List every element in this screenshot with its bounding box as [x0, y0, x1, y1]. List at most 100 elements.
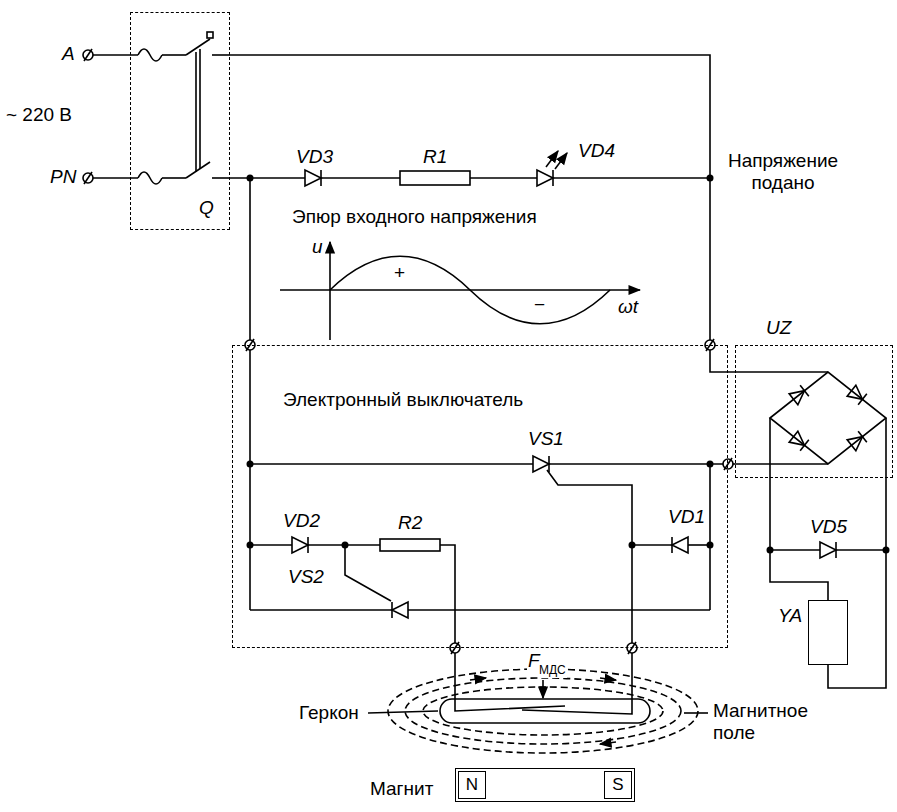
switch-circuit [250, 544, 292, 546]
magnet-box: NS [455, 768, 635, 802]
field-arrow [600, 678, 616, 680]
device-label: YA [778, 605, 802, 627]
bridge-rectifier [789, 431, 809, 451]
leader-line [684, 712, 708, 714]
breaker-box: Q [130, 12, 230, 230]
indicator-branch [305, 170, 321, 186]
switch-circuit [672, 537, 688, 553]
leader-line [368, 711, 708, 713]
bridge-rectifier [858, 431, 867, 442]
indicator-note: Напряжение подано [718, 150, 848, 194]
breaker-symbol [212, 54, 230, 56]
breaker-symbol [186, 39, 210, 55]
field-arrow [470, 678, 486, 680]
wire [828, 478, 886, 688]
wire [770, 478, 828, 600]
terminal-symbol [84, 49, 92, 61]
junction-dot [629, 542, 636, 549]
voltage-graph [329, 242, 331, 340]
field-arrow [600, 742, 616, 744]
switch-circuit [292, 537, 308, 553]
bridge-rectifier [847, 385, 867, 405]
terminal-symbol [724, 458, 732, 470]
switch-circuit [391, 602, 393, 618]
switch-circuit [533, 456, 549, 472]
bridge-rectifier [789, 385, 809, 405]
component-label: VD1 [668, 506, 705, 528]
leader-line [368, 711, 438, 713]
switch-circuit [392, 602, 408, 618]
indicator-branch [470, 177, 537, 179]
switch-circuit [250, 463, 533, 465]
breaker-symbol [93, 32, 230, 184]
wire [230, 178, 250, 345]
terminal-symbol [627, 643, 637, 653]
switch-circuit [380, 539, 440, 551]
indicator-branch [553, 177, 710, 179]
component-label: R2 [398, 512, 422, 534]
switch-circuit [408, 609, 710, 611]
switch-circuit [345, 545, 391, 601]
component-label: VS1 [528, 428, 564, 450]
terminal-label: PN [50, 166, 76, 188]
terminal-symbol [83, 50, 93, 60]
terminal-symbol [450, 643, 460, 653]
bridge-rectifier [770, 372, 886, 464]
device-label: UZ [766, 317, 791, 339]
bridge-rectifier [847, 431, 867, 451]
junction-dot [247, 175, 890, 554]
switch-circuit [250, 609, 392, 611]
bridge-rectifier [789, 385, 809, 405]
switch-circuit [250, 345, 728, 648]
diode-symbol [836, 549, 886, 551]
switch-circuit [632, 544, 672, 546]
indicator-branch [546, 151, 558, 167]
polarity-sign: + [394, 262, 405, 284]
terminal-symbol [245, 339, 733, 654]
bridge-rectifier [735, 372, 886, 478]
polarity-sign: − [534, 294, 545, 316]
switch-circuit [709, 464, 711, 610]
supply-label: ~ 220 В [6, 104, 72, 126]
indicator-branch [537, 170, 553, 186]
bridge-rectifier [800, 440, 809, 451]
bridge-rectifier [789, 431, 809, 451]
terminal-symbol [83, 173, 93, 183]
force-subscript: МДС [538, 664, 567, 678]
bridge-rectifier [735, 463, 828, 465]
breaker-symbol [138, 172, 162, 184]
bridge-rectifier [885, 418, 887, 478]
rectifier-box: UZ [735, 345, 893, 478]
pole-label: S [604, 771, 632, 799]
pole-label: N [458, 771, 486, 799]
breaker-symbol [199, 49, 201, 169]
breaker-symbol [93, 54, 138, 56]
indicator-branch [321, 177, 400, 179]
wire [230, 55, 735, 372]
graph-title: Эпюр входного напряжения [292, 206, 537, 228]
terminal-symbol [628, 642, 636, 654]
device-label: Q [199, 197, 214, 219]
component-label: VD5 [810, 516, 847, 538]
bridge-rectifier [800, 385, 809, 396]
part-label: Геркон [298, 702, 360, 724]
indicator-branch [555, 153, 567, 169]
part-label: Магнитное поле [712, 700, 834, 744]
terminal-label: A [62, 43, 75, 65]
bridge-rectifier [847, 431, 867, 451]
breaker-symbol [207, 32, 213, 38]
voltage-graph [280, 289, 640, 291]
axis-label: ωt [618, 296, 638, 318]
coil-box: YA [808, 600, 848, 665]
reed-switch [440, 653, 650, 723]
junction-dot [247, 542, 254, 549]
breaker-symbol [93, 177, 138, 179]
breaker-symbol [186, 162, 210, 178]
component-label: VD3 [296, 146, 333, 168]
terminal-symbol [83, 49, 93, 184]
switch-circuit [440, 545, 455, 648]
junction-dot [707, 542, 714, 549]
terminal-symbol [451, 642, 459, 654]
indicator-branch [250, 177, 305, 179]
